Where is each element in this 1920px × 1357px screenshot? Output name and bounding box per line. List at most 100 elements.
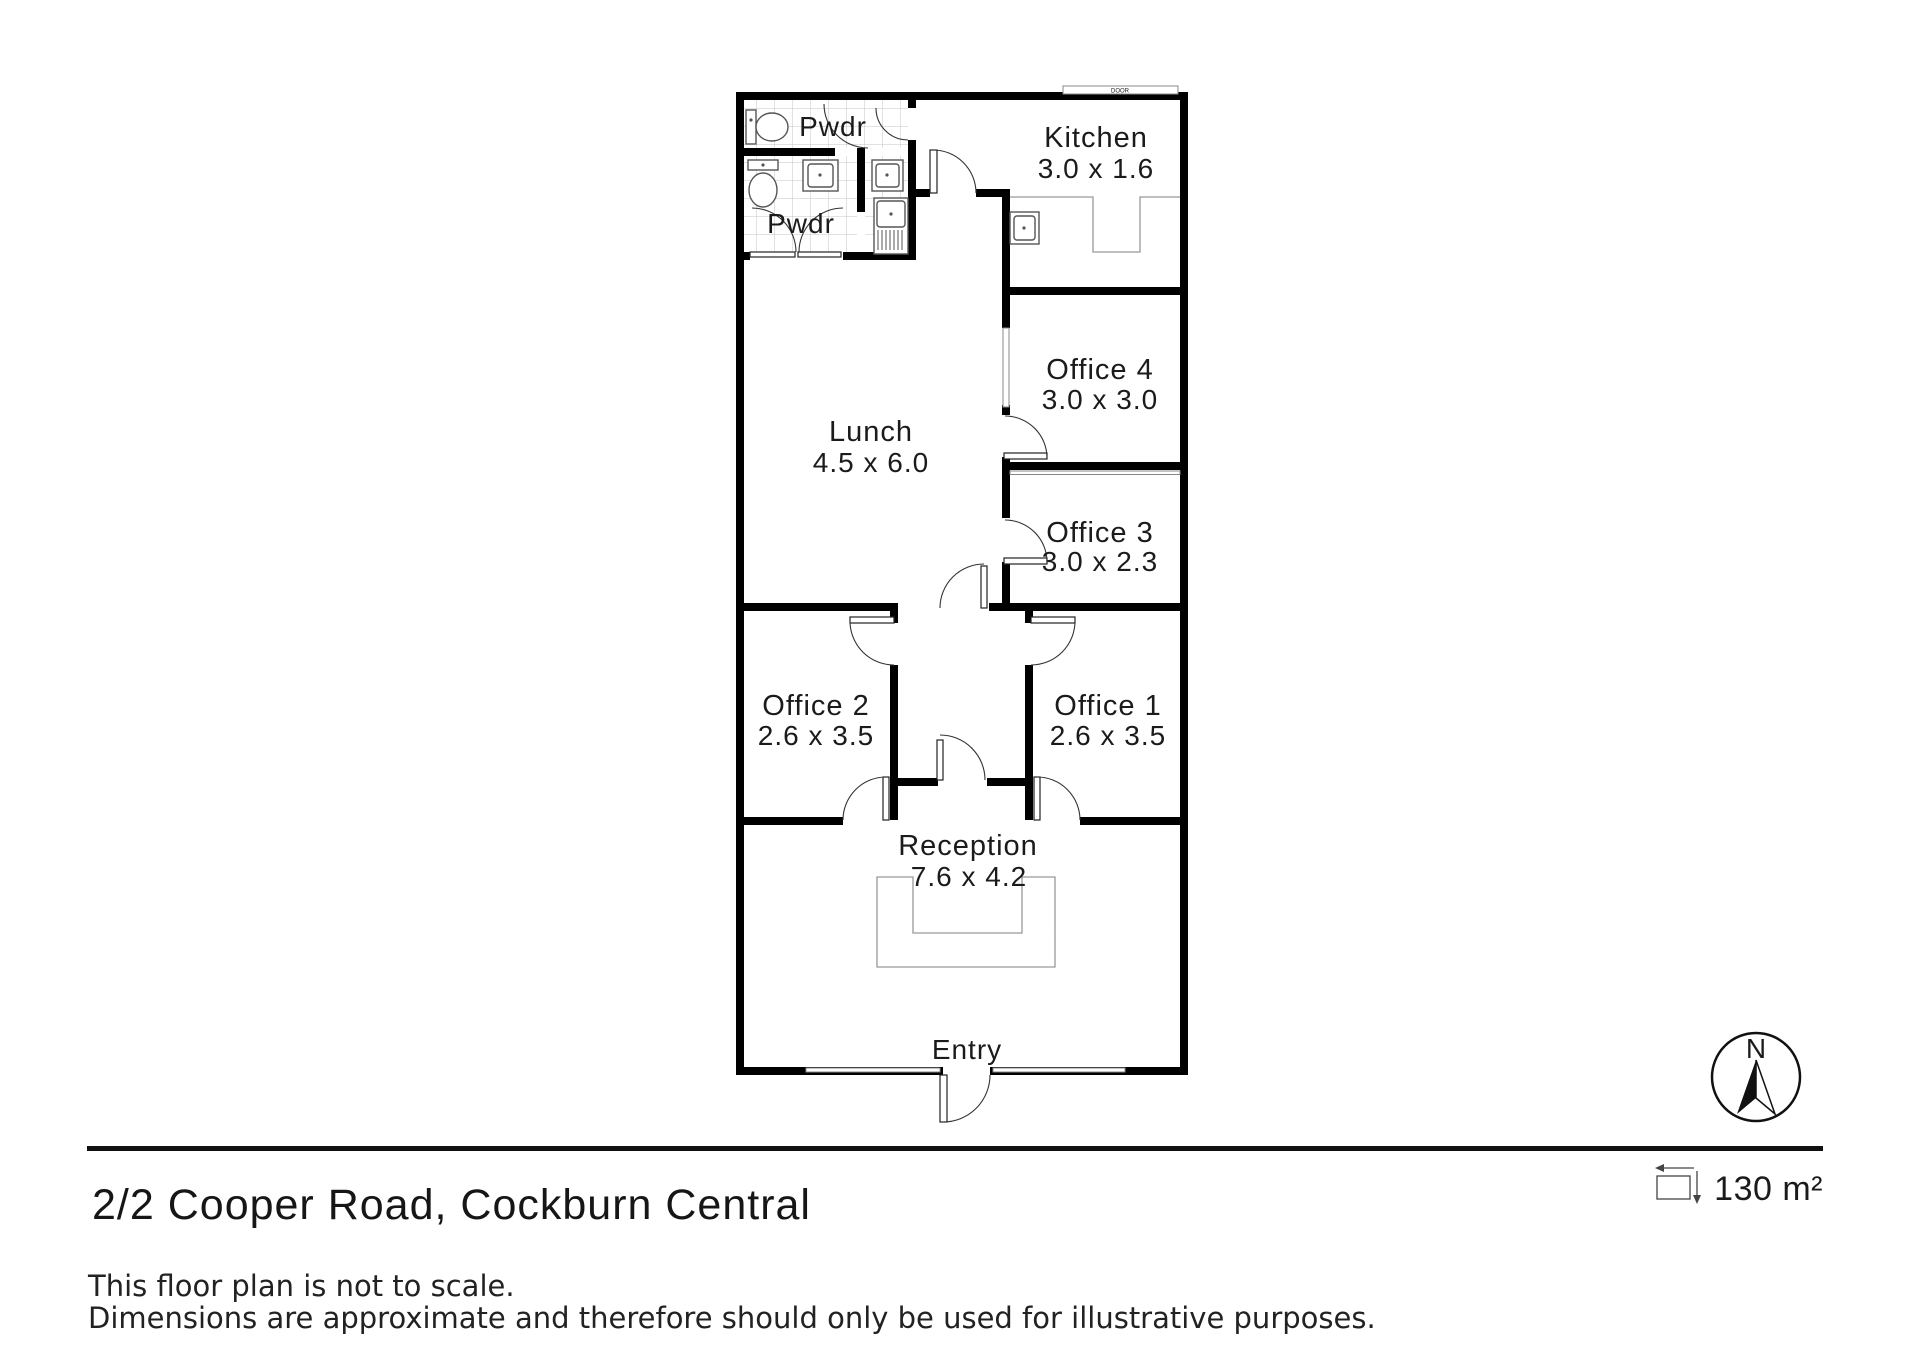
- room-label-pwdr1: Pwdr: [799, 111, 867, 142]
- reception-office1-door-leaf: [1033, 776, 1041, 821]
- disclaimer-line-1: This floor plan is not to scale.: [87, 1269, 515, 1303]
- reception-desk: [876, 876, 1056, 968]
- compass-needle-light: [1755, 1059, 1777, 1117]
- room-label-lunch: Lunch: [829, 416, 913, 448]
- room-label-reception: Reception: [898, 830, 1038, 862]
- wall-pwdr-right-stub: [908, 140, 916, 148]
- wall-lunch-office3-lower: [1002, 562, 1010, 611]
- office4-door-arc: [1004, 415, 1048, 459]
- pwdr2-door-arc-2: [798, 207, 844, 253]
- office3-door-leaf: [1003, 557, 1048, 565]
- room-label-office4: Office 4: [1046, 354, 1153, 386]
- kitchen-bench: [1010, 196, 1180, 253]
- wall-lunch-office4-upper: [1002, 293, 1010, 328]
- window-front-right: [992, 1067, 1126, 1073]
- basin-pwdr2: [802, 159, 839, 192]
- compass-north-label: N: [1746, 1033, 1766, 1064]
- corridor-reception-door-leaf: [936, 739, 944, 781]
- toilet-pwdr2: [747, 159, 779, 208]
- wall-sink-divider: [857, 148, 865, 212]
- footer: 2/2 Cooper Road, Cockburn Central 130 m²…: [87, 1146, 1823, 1335]
- office1-door-arc: [1030, 620, 1076, 666]
- kitchen-door-strip: [1062, 85, 1179, 95]
- room-label-pwdr2: Pwdr: [767, 208, 835, 239]
- window-front-left: [805, 1067, 941, 1073]
- wall-kitchen-bottom: [1002, 287, 1188, 295]
- room-dims-office4: 3.0 x 3.0: [1042, 384, 1158, 415]
- room-labels: Pwdr Pwdr Kitchen 3.0 x 1.6 Lunch 4.5 x …: [758, 111, 1166, 1065]
- wall-lunch-office4-mid: [1002, 405, 1010, 415]
- pwdr1-door-arc-2: [875, 107, 909, 141]
- room-dims-office3: 3.0 x 2.3: [1042, 546, 1158, 577]
- entry-door-arc: [942, 1074, 991, 1123]
- wall-corridor-left: [890, 665, 898, 820]
- floor-area-value: 130 m²: [1714, 1170, 1823, 1208]
- office2-door-arc: [849, 620, 895, 666]
- toilet-pwdr1: [745, 109, 789, 145]
- compass-needle-dark: [1737, 1060, 1756, 1114]
- north-compass: N: [1710, 1031, 1802, 1123]
- reception-office2-door-arc: [842, 776, 887, 821]
- wall-reception-top-left: [744, 817, 843, 825]
- office4-door-leaf: [1003, 452, 1048, 460]
- office1-door-leaf: [1030, 616, 1076, 624]
- entry-label: Entry: [932, 1034, 1002, 1065]
- fixtures: [745, 109, 1180, 968]
- office2-door-leaf: [849, 616, 895, 624]
- wall-pwdr-divider: [736, 148, 835, 156]
- wall-kitchen-left: [1002, 189, 1010, 295]
- wall-pwdr-bottom-right: [843, 252, 916, 260]
- room-dims-lunch: 4.5 x 6.0: [813, 447, 929, 478]
- room-dims-office2: 2.6 x 3.5: [758, 720, 874, 751]
- room-label-office3: Office 3: [1046, 517, 1153, 549]
- corridor-top-door-leaf: [980, 565, 988, 609]
- scale-icon: [1655, 1164, 1701, 1204]
- wall-corridor-left-top: [890, 603, 898, 623]
- page-title: 2/2 Cooper Road, Cockburn Central: [92, 1181, 811, 1229]
- reception-office1-door-arc: [1036, 776, 1081, 821]
- wall-exterior-left: [736, 92, 744, 1075]
- wall-pwdr-bottom-left: [736, 252, 750, 260]
- hall-door-leaf: [929, 149, 938, 194]
- hall-door-arc: [932, 149, 977, 194]
- disclaimer-line-2: Dimensions are approximate and therefore…: [88, 1301, 1376, 1335]
- doors: [749, 103, 1081, 1123]
- wall-exterior-top: [736, 92, 1188, 100]
- room-dims-reception: 7.6 x 4.2: [911, 861, 1027, 892]
- compass-circle: [1710, 1031, 1802, 1123]
- window-office3-partition: [1009, 470, 1181, 475]
- trough-sink: [873, 197, 909, 255]
- wall-reception-top-right: [1080, 817, 1188, 825]
- kitchen-sink: [1009, 211, 1040, 245]
- room-dims-office1: 2.6 x 3.5: [1050, 720, 1166, 751]
- wall-corridor-right: [1025, 665, 1033, 820]
- entry-door-leaf: [939, 1074, 948, 1123]
- wall-hall-bottom-right: [976, 189, 1010, 197]
- room-dims-kitchen: 3.0 x 1.6: [1038, 153, 1154, 184]
- wall-pwdr-right-stub-top: [908, 100, 916, 108]
- wall-corridor-right-top: [1025, 603, 1033, 623]
- room-label-kitchen: Kitchen: [1044, 122, 1148, 154]
- room-label-office1: Office 1: [1054, 690, 1161, 722]
- wall-lunch-office-mid2: [1002, 457, 1010, 518]
- wall-corridor-bottom-right: [987, 778, 1025, 786]
- wall-hall-bottom-left: [908, 189, 930, 197]
- window-office4-partition: [1002, 327, 1010, 408]
- corridor-reception-door-arc: [939, 734, 986, 781]
- pwdr2-door-arc: [751, 207, 797, 253]
- windows: DOOR: [805, 85, 1181, 1073]
- wall-corridor-bottom-left: [898, 778, 938, 786]
- wall-exterior-right: [1180, 92, 1188, 1075]
- wall-office4-office3: [1010, 462, 1180, 470]
- kitchen-door-strip-label: DOOR: [1111, 89, 1130, 95]
- footer-rule: [87, 1146, 1823, 1151]
- pwdr1-door-arc: [823, 103, 869, 149]
- pwdr2-door-leaf-2: [797, 251, 842, 258]
- pwdr2-door-leaf: [749, 251, 796, 258]
- wall-office3-bottom: [989, 603, 1188, 611]
- office3-door-arc: [1004, 519, 1048, 563]
- corridor-top-door-arc: [939, 563, 985, 609]
- room-label-office2: Office 2: [762, 690, 869, 722]
